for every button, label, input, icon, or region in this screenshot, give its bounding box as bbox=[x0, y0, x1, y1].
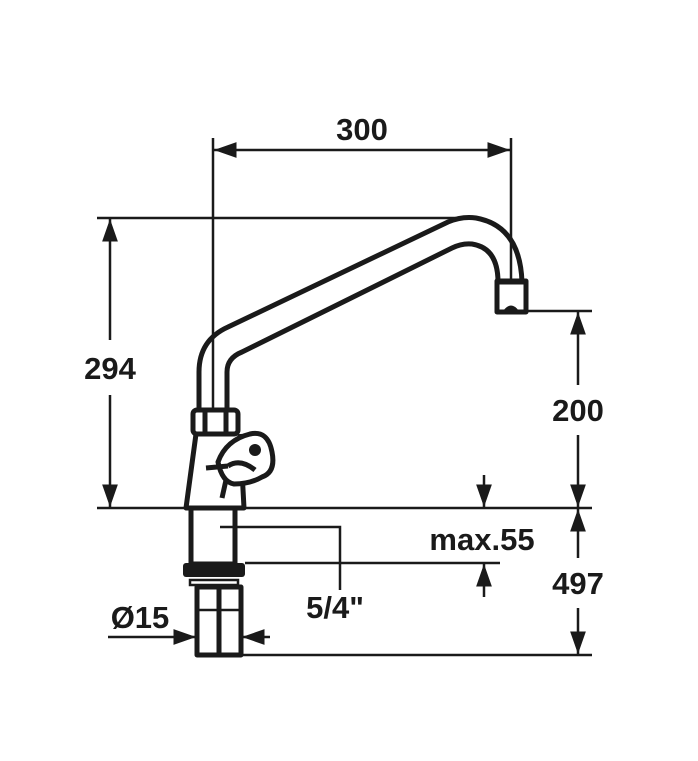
dimension-max-55: max.55 bbox=[429, 522, 534, 557]
dimension-thread: 5/4" bbox=[306, 590, 364, 625]
spout bbox=[196, 215, 529, 412]
dimension-200: 200 bbox=[552, 393, 604, 428]
dimension-300: 300 bbox=[336, 112, 388, 147]
dimension-diameter: Ø15 bbox=[111, 600, 170, 635]
dimension-497: 497 bbox=[552, 566, 604, 601]
dimension-294: 294 bbox=[84, 351, 136, 386]
handle bbox=[205, 430, 276, 499]
dimension-lines bbox=[97, 138, 592, 657]
faucet-body bbox=[183, 407, 276, 658]
